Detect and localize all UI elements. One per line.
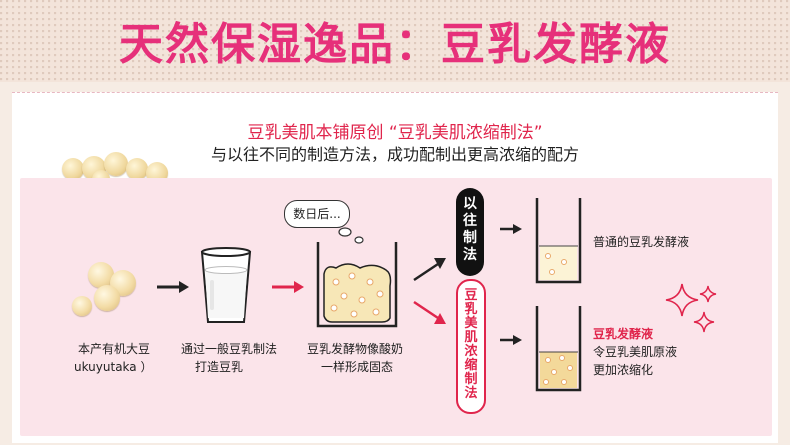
header-banner [0,0,790,82]
subtitle-line-1: 豆乳美肌本铺原创 “豆乳美肌浓缩制法” [247,123,543,143]
page-title: 天然保湿逸品：豆乳发酵液 [119,19,671,70]
step-3-label-line-2: 一样形成固态 [321,360,394,374]
old-method-label: 以往制法 [463,196,477,263]
arrow-right-icon [500,224,522,234]
new-method-badge: 豆乳美肌浓缩制法 [456,279,486,414]
new-result-line-2: 更加浓缩化 [593,363,654,377]
arrow-down-right-icon [413,300,446,324]
thought-dots-icon [338,227,364,244]
new-result-line-1: 令豆乳美肌原液 [593,345,678,359]
arrow-right-icon [157,281,189,293]
old-result-container-icon [535,198,582,284]
new-result-title: 豆乳发酵液 [593,327,654,341]
container-icon [316,242,398,328]
step-1-label-line-1: 本产有机大豆 [78,342,151,356]
old-result-label: 普通的豆乳发酵液 [593,235,690,249]
subtitle-line-2: 与以往不同的制造方法，成功配制出更高浓缩的配方 [210,145,579,164]
arrow-right-icon [272,281,304,293]
step-3-label-line-1: 豆乳发酵物像酸奶 [307,342,404,356]
arrow-right-icon [500,335,522,345]
arrow-up-right-icon [413,258,446,282]
new-method-label: 豆乳美肌浓缩制法 [464,288,478,401]
step-2-label-line-2: 打造豆乳 [195,360,244,374]
milk-glass-icon [200,247,252,323]
sparkle-icon [665,283,717,333]
speech-bubble: 数日后... [284,200,350,228]
new-result-container-icon [535,306,582,392]
step-2-label-line-1: 通过一般豆乳制法 [181,342,278,356]
step-1-label-line-2: ukuyutaka ） [74,360,153,374]
old-method-badge: 以往制法 [456,188,484,276]
